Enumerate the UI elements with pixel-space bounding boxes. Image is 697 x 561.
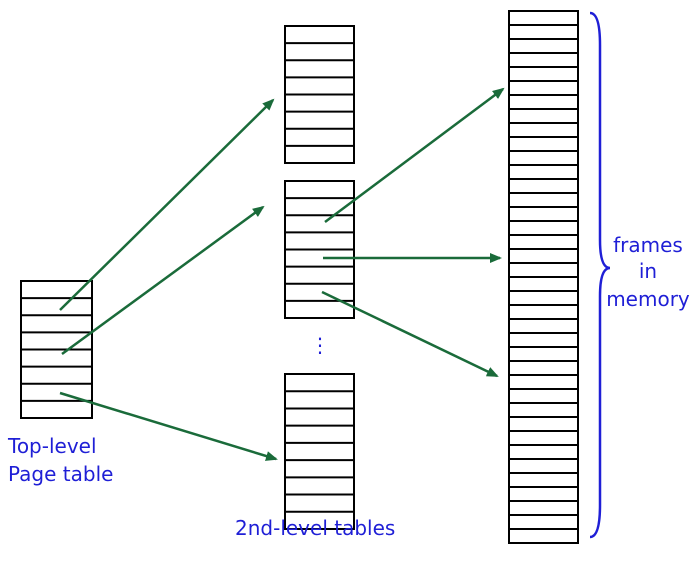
- arrow-top-to-table-c: [59, 391, 278, 461]
- arrow-table-b-to-frame-upper: [324, 87, 505, 224]
- top-level-label-line1: Top-level: [7, 434, 97, 458]
- frames-label-line1: frames: [613, 233, 683, 257]
- second-level-table-b: [284, 180, 355, 319]
- table-outline: [284, 373, 355, 530]
- arrow-table-b-to-frame-lower: [321, 290, 499, 378]
- arrow-top-to-table-b: [61, 205, 265, 356]
- second-level-table-c: [284, 373, 355, 530]
- second-level-label: 2nd-level tables: [235, 516, 395, 540]
- frames-label-line2: in: [639, 259, 657, 283]
- arrow-top-to-table-a: [59, 98, 275, 311]
- frames-brace: [589, 11, 611, 539]
- arrows: [59, 87, 505, 461]
- ellipsis: ⋮: [310, 333, 330, 357]
- top-level-page-table: [20, 280, 93, 419]
- frames-in-memory-table: [508, 10, 579, 544]
- frames-label-line3: memory: [606, 287, 690, 311]
- top-level-label-line2: Page table: [8, 462, 113, 486]
- second-level-table-a: [284, 25, 355, 164]
